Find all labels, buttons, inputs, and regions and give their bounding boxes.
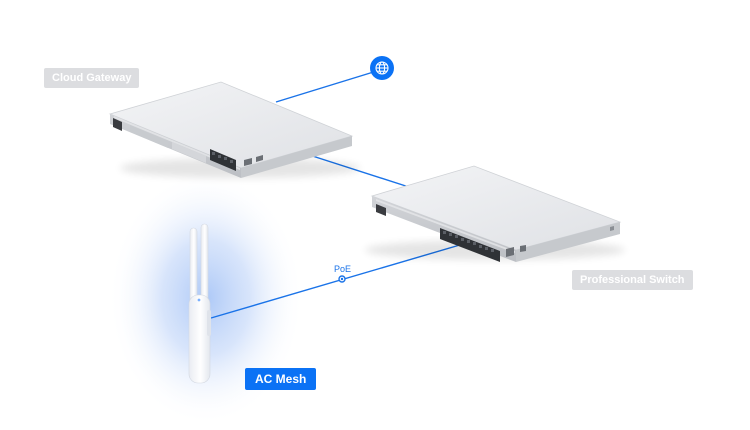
cloud-gateway-device (108, 81, 360, 178)
globe-icon (375, 61, 389, 75)
poe-indicator-dot (340, 277, 344, 281)
poe-label: PoE (334, 264, 352, 274)
professional-switch-label: Professional Switch (572, 270, 693, 290)
ac-mesh-label: AC Mesh (245, 368, 317, 390)
cloud-gateway-label: Cloud Gateway (44, 68, 140, 88)
link-gateway-to-internet (275, 69, 381, 103)
ac-mesh-access-point (188, 223, 211, 384)
professional-switch-device (365, 165, 625, 262)
internet-node (370, 56, 394, 80)
